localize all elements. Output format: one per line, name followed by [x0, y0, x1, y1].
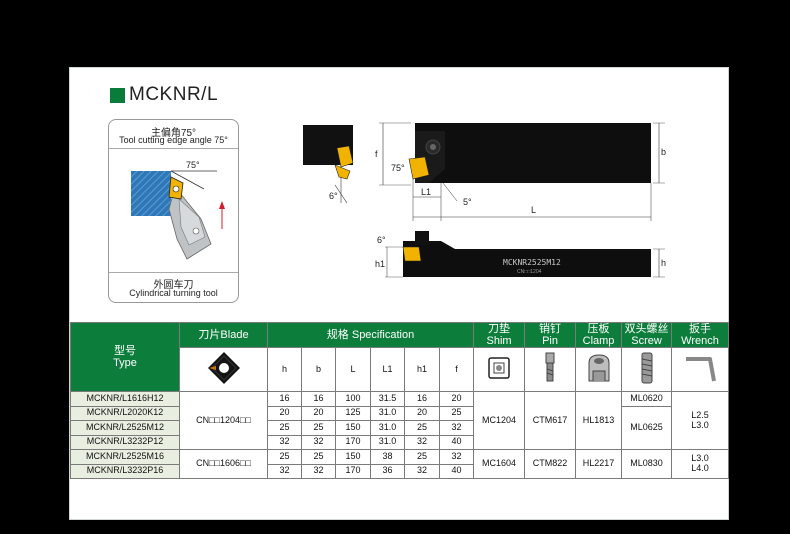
table-row: MCKNR/L1616H12 CN□□1204□□ 16 16 100 31.5… [70, 391, 730, 451]
dim-header-b: b [301, 347, 336, 393]
dim-header-h: h [267, 347, 302, 393]
screw-icon [621, 347, 673, 393]
blade-group1: CN□□1204□□ [179, 391, 268, 451]
table-row: MCKNR/L3232P12 32 32 170 31.0 32 40 [70, 434, 729, 451]
shim-group1: MC1204 [473, 391, 526, 451]
dim-f: f [375, 149, 378, 159]
angle-75-label: 75° [186, 160, 200, 170]
dim-header-L1: L1 [370, 347, 405, 393]
clamp-icon [575, 347, 623, 393]
dim-angle-5: 5° [463, 197, 472, 207]
dim-b: b [661, 147, 666, 157]
col-type-header: 型号 Type [70, 321, 180, 393]
shim-group2: MC1604 [473, 449, 526, 480]
angle-title-en: Tool cutting edge angle 75° [119, 135, 228, 145]
wrench-group1: L2.5 L3.0 [671, 391, 730, 451]
title-square-icon [110, 87, 125, 103]
dim-header-f: f [438, 347, 475, 393]
engraving-text: MCKNR2525M12 [503, 258, 561, 267]
blade-insert-icon [179, 347, 268, 393]
blade-group2: CN□□1606□□ [179, 449, 268, 480]
table-row: MCKNR/L2525M12 25 25 150 31.0 25 32 [70, 420, 729, 436]
table-row: MCKNR/L2525M16 CN□□1606□□ 25 25 150 38 2… [70, 449, 730, 480]
table-row: MCKNR/L2020K12 20 20 125 31.0 20 25 ML06… [70, 405, 729, 451]
col-blade-header: 刀片Blade [179, 321, 268, 349]
top-view-icon: f b 75° L1 5° L [375, 122, 666, 221]
head-view-icon: 6° [303, 125, 354, 204]
title-row: MCKNR/L [110, 84, 218, 106]
shim-icon [473, 347, 526, 393]
screw-group2: ML0830 [621, 449, 673, 480]
table-row: MCKNR/L3232P16 32 32 170 36 32 40 [70, 463, 729, 480]
wrench-group2: L3.0 L4.0 [671, 449, 730, 480]
side-view-icon: MCKNR2525M12 CN□□1204 6° h1 h [375, 231, 666, 278]
dim-h: h [661, 258, 666, 268]
tool-type-cn: 外圆车刀 [153, 280, 194, 291]
dim-header-L: L [335, 347, 371, 393]
angle-title-cn: 主偏角75° [150, 128, 197, 139]
wrench-icon [671, 347, 730, 393]
dim-h1: h1 [375, 259, 385, 269]
clamp-group2: HL2217 [575, 449, 623, 480]
cutting-angle-panel: 主偏角75° Tool cutting edge angle 75° 75° 外… [108, 119, 239, 303]
pin-icon [524, 347, 577, 393]
page-title: MCKNR/L [129, 84, 219, 105]
dim-L1: L1 [421, 187, 431, 197]
product-sheet: MCKNR/L 主偏角75° Tool cutting edge angle 7… [69, 67, 730, 520]
dim-L: L [531, 205, 536, 215]
tool-type-en: Cylindrical turning tool [129, 288, 218, 298]
screw-group1a: ML0620 [621, 391, 673, 407]
pin-group2: CTM822 [524, 449, 577, 480]
col-spec-header: 规格 Specification [266, 321, 475, 349]
screw-group1b: ML0625 [621, 405, 673, 451]
dim-angle-6-head: 6° [329, 191, 338, 201]
pin-group1: CTM617 [524, 391, 577, 451]
clamp-group1: HL1813 [575, 391, 623, 451]
dim-angle-75: 75° [391, 163, 405, 173]
dim-angle-6-side: 6° [377, 235, 386, 245]
workpiece-diagram-icon: 75° [131, 160, 225, 260]
engraving-sub-text: CN□□1204 [517, 269, 542, 275]
dim-header-h1: h1 [404, 347, 440, 393]
technical-drawing: 6° f b 75° [303, 122, 666, 278]
